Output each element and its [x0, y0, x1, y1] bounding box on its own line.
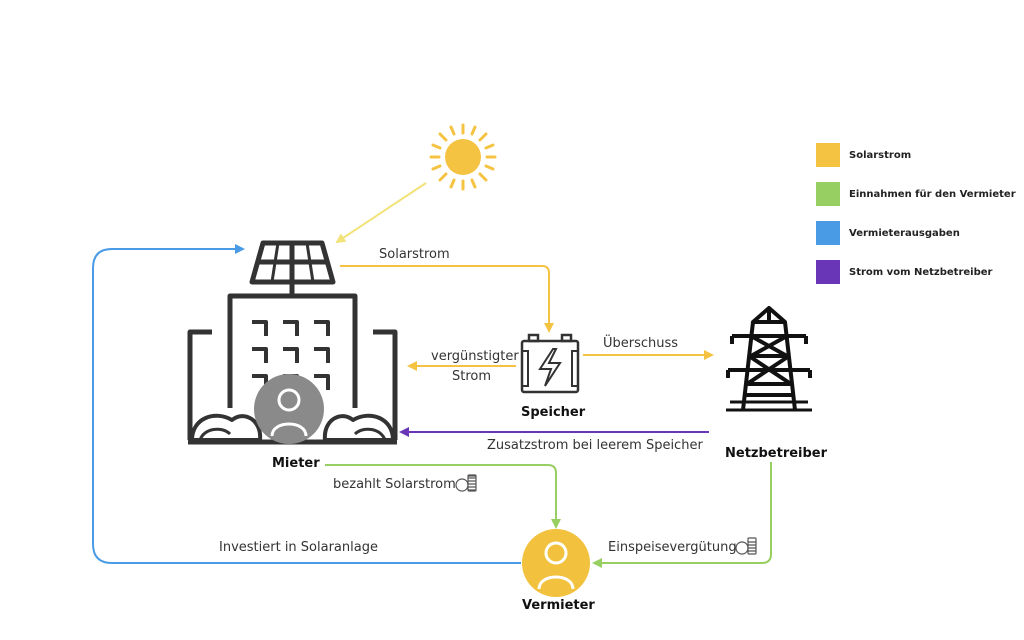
bezahlt-arrow	[325, 464, 561, 529]
coins-icon	[455, 474, 477, 492]
legend-label: Strom vom Netzbetreiber	[849, 266, 993, 278]
legend: Solarstrom Einnahmen für den Vermieter V…	[816, 143, 1016, 299]
mieter-label: Mieter	[272, 456, 320, 471]
bezahlt-flow-label: bezahlt Solarstrom	[333, 477, 456, 492]
legend-item: Solarstrom	[816, 143, 1016, 167]
einspeise-flow-label: Einspeisevergütung	[608, 540, 737, 555]
legend-swatch	[816, 182, 840, 206]
solarstrom-arrow	[340, 265, 554, 333]
person-icon	[254, 374, 324, 444]
power-tower-icon	[726, 306, 812, 412]
building-icon	[187, 240, 398, 445]
legend-item: Vermieterausgaben	[816, 221, 1016, 245]
einspeise-arrow	[592, 462, 772, 568]
legend-item: Strom vom Netzbetreiber	[816, 260, 1016, 284]
solarstrom-flow-label: Solarstrom	[379, 247, 450, 262]
netzbetreiber-label: Netzbetreiber	[725, 446, 828, 461]
speicher-label: Speicher	[521, 405, 586, 420]
ueberschuss-flow-label: Überschuss	[603, 336, 679, 351]
sunlight-arrow	[335, 182, 427, 244]
investiert-arrow	[92, 244, 521, 564]
battery-icon	[520, 333, 580, 394]
investiert-flow-label: Investiert in Solaranlage	[219, 540, 378, 555]
verguenstigt-flow-label: vergünstigter	[431, 349, 519, 364]
solar-panel-icon	[249, 240, 336, 296]
legend-label: Einnahmen für den Vermieter	[849, 188, 1016, 200]
vermieter-label: Vermieter	[522, 598, 595, 613]
person-icon	[522, 529, 590, 597]
legend-label: Solarstrom	[849, 149, 912, 161]
sun-icon	[429, 123, 497, 191]
legend-swatch	[816, 143, 840, 167]
verguenstigt-flow-label-2: Strom	[452, 369, 492, 384]
legend-item: Einnahmen für den Vermieter	[816, 182, 1016, 206]
coins-icon	[735, 537, 757, 555]
zusatzstrom-flow-label: Zusatzstrom bei leerem Speicher	[487, 438, 703, 453]
legend-swatch	[816, 260, 840, 284]
legend-swatch	[816, 221, 840, 245]
legend-label: Vermieterausgaben	[849, 227, 960, 239]
